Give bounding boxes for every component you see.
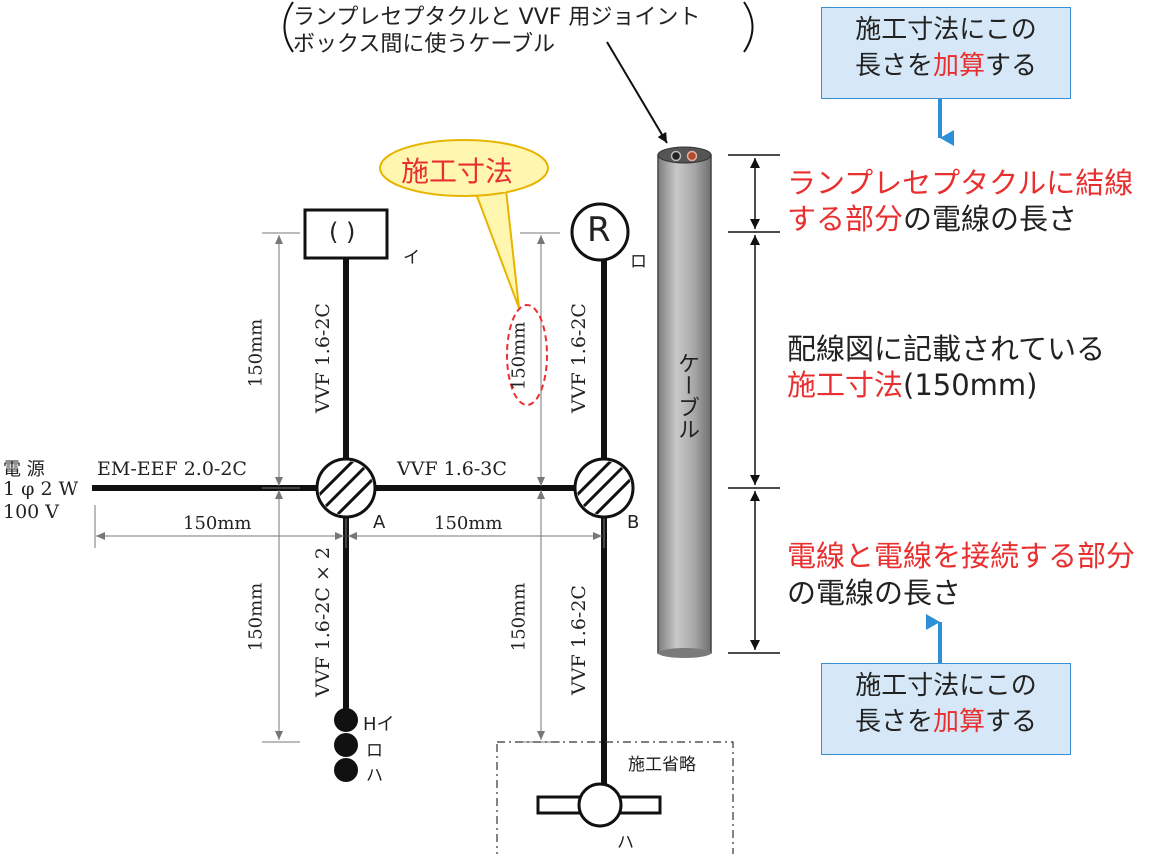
- joint-length-line2: の電線の長さ: [787, 576, 962, 610]
- receptacle-symbol: R: [587, 210, 611, 250]
- ceiling-fixture-symbol: ( ): [329, 218, 356, 246]
- switch-label-ro: ロ: [366, 741, 383, 761]
- fixture-i-label: イ: [403, 248, 420, 268]
- bubble-label: 施工寸法: [401, 155, 514, 188]
- source-line1: 電 源: [3, 459, 45, 480]
- box-b-label: B: [627, 512, 640, 533]
- omitted-label: 施工省略: [628, 755, 696, 775]
- note-pointer-arrow: [606, 41, 668, 144]
- receptacle-circle: [570, 202, 630, 262]
- ceiling-fixture-box: [303, 208, 389, 260]
- cable-note-line1: ランプレセプタクルと VVF 用ジョイント: [293, 5, 701, 30]
- source-line3: 100 V: [3, 501, 60, 523]
- terminal-length-line1: ランプレセプタクルに結線: [787, 166, 1134, 200]
- speech-bubble: [379, 139, 549, 309]
- note-top-line2: 長さを加算する: [854, 51, 1038, 81]
- b-up-cable-label: VVF 1.6-2C: [568, 303, 590, 413]
- dim-left-h-label: 150mm: [183, 513, 252, 534]
- construction-length-line2: 施工寸法(150mm): [787, 368, 1038, 402]
- dim-a-up-label: 150mm: [245, 318, 267, 388]
- highlight-dashed-ellipse: [506, 304, 548, 406]
- cable-label: ケーブル: [674, 352, 699, 440]
- note-bottom-line1: 施工寸法にこの: [855, 671, 1037, 701]
- source-line2: 1 φ 2 W: [3, 478, 79, 500]
- note-top-line1: 施工寸法にこの: [855, 15, 1037, 45]
- box-a-label: A: [373, 512, 386, 533]
- dim-ab-h-label: 150mm: [434, 513, 503, 534]
- dim-b-up-label: 150mm: [508, 321, 530, 391]
- junction-box-b: [573, 457, 635, 519]
- omitted-area: [496, 741, 734, 854]
- right-dimensions: [728, 154, 780, 654]
- add-length-note-bottom: 施工寸法にこの 長さを加算する: [821, 663, 1071, 755]
- omitted-fixture-ha: [536, 782, 662, 828]
- dim-a-down-label: 150mm: [245, 582, 267, 652]
- dim-b-down-label: 150mm: [508, 582, 530, 652]
- ab-cable-label: VVF 1.6-3C: [397, 458, 507, 480]
- b-down-cable-label: VVF 1.6-2C: [568, 585, 590, 695]
- switch-symbols: [334, 708, 358, 782]
- switch-label-row1: Hイ: [363, 714, 395, 735]
- terminal-length-line2: する部分の電線の長さ: [787, 202, 1078, 236]
- note-bottom-line2: 長さを加算する: [854, 707, 1038, 737]
- construction-length-line1: 配線図に記載されている: [787, 332, 1106, 366]
- dimension-lines: [94, 232, 605, 743]
- fixture-ha-label: ハ: [617, 833, 634, 853]
- joint-length-line1: 電線と電線を接続する部分: [787, 539, 1136, 573]
- cable-note-line2: ボックス間に使うケーブル: [293, 32, 556, 57]
- a-down-cable-label: VVF 1.6-2C × 2: [312, 546, 334, 698]
- source-cable-label: EM-EEF 2.0-2C: [97, 458, 247, 480]
- a-up-cable-label: VVF 1.6-2C: [312, 303, 334, 413]
- fixture-ro-label: ロ: [630, 252, 647, 272]
- junction-box-a: [315, 457, 377, 519]
- note-bracket-left: [283, 1, 294, 53]
- note-bracket-right: [743, 1, 754, 53]
- add-length-note-top: 施工寸法にこの 長さを加算する: [821, 7, 1071, 99]
- switch-label-ha: ハ: [366, 766, 383, 786]
- cable-illustration: [657, 146, 712, 658]
